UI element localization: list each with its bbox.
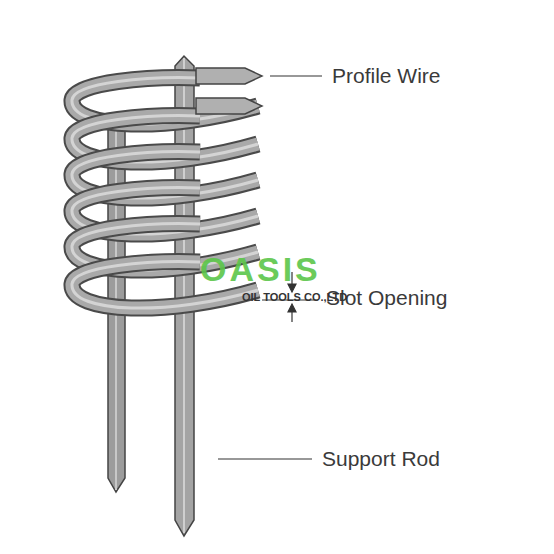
profile-wire-tips (196, 68, 262, 114)
callout-label: Profile Wire (332, 65, 441, 86)
watermark-text: OIL TOOLS CO.,LTD (242, 292, 347, 303)
watermark-logo: OASIS (200, 252, 321, 286)
callout-label: Support Rod (322, 448, 440, 469)
